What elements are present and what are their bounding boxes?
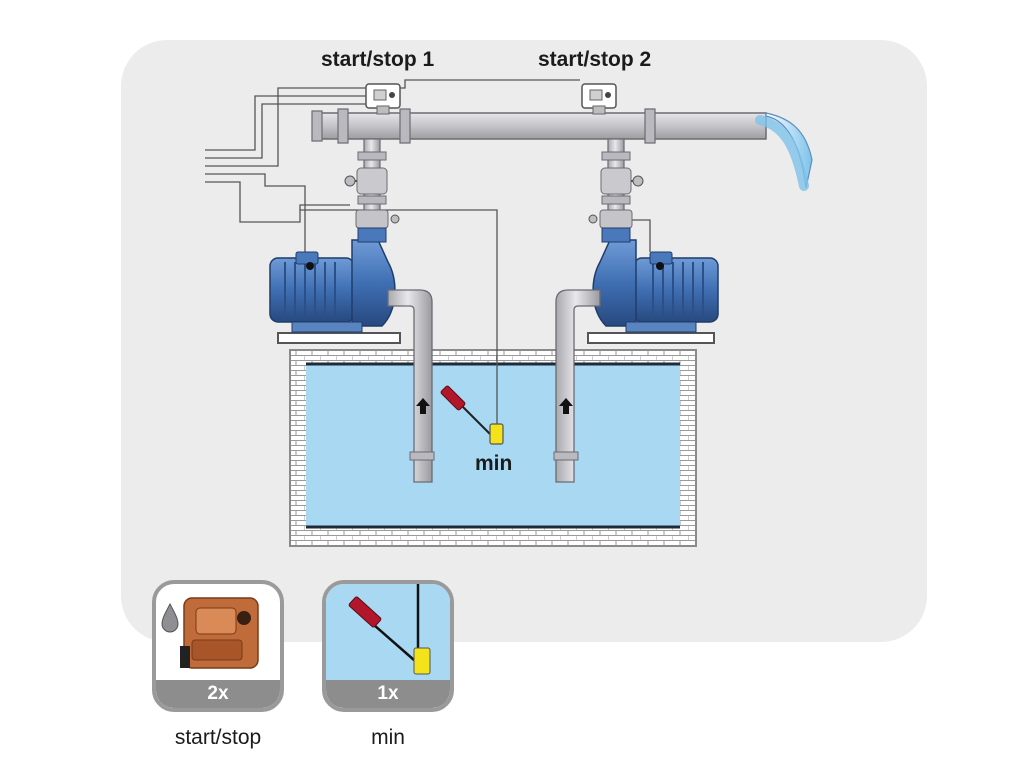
legend-caption-start-stop: start/stop — [174, 726, 262, 749]
float-switch-icon — [326, 584, 450, 684]
float-switch-min — [440, 385, 504, 445]
control-wires — [205, 79, 651, 425]
pump-right — [553, 227, 719, 483]
water-body — [306, 364, 680, 528]
legend-caption-min: min — [371, 726, 405, 749]
legend-card-min: 1x — [322, 580, 454, 712]
pressure-switch-1 — [365, 83, 401, 115]
flow-arrow-left — [416, 398, 430, 414]
flow-arrow-right — [559, 398, 573, 414]
water-outflow — [755, 115, 809, 191]
legend-count-start-stop: 2x — [156, 680, 280, 708]
pressure-switch-icon — [161, 597, 259, 669]
platform-left — [277, 332, 401, 344]
tank — [277, 332, 715, 547]
label-start-stop-1: start/stop 1 — [321, 48, 435, 71]
label-start-stop-2: start/stop 2 — [538, 48, 652, 71]
riser-left — [344, 138, 400, 230]
label-min: min — [475, 452, 513, 475]
legend-count-min: 1x — [326, 680, 450, 708]
legend-card-start-stop: 2x — [152, 580, 284, 712]
platform-right — [587, 332, 715, 344]
manifold-pipe — [311, 108, 813, 191]
pump-left — [269, 227, 435, 483]
pressure-switch-2 — [581, 83, 617, 115]
